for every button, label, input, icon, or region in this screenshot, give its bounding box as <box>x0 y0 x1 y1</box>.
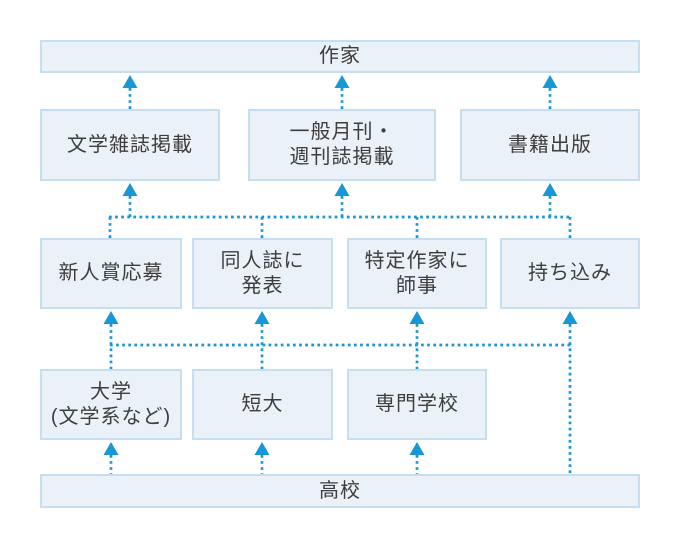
arrowhead-up-icon <box>254 442 270 455</box>
node-label: 同人誌に <box>220 249 305 272</box>
arrowhead-up-icon <box>103 442 119 455</box>
node-label: 一般月刊・ <box>289 121 395 143</box>
arrowhead-up-icon <box>254 311 270 324</box>
arrowhead-up-icon <box>122 183 138 196</box>
node-label: 新人賞応募 <box>58 262 164 284</box>
arrowhead-up-icon <box>334 75 350 88</box>
arrowhead-up-icon <box>122 75 138 88</box>
node-label: 作家 <box>319 45 361 67</box>
node-label: 特定作家に <box>364 249 470 272</box>
node-vocational-school: 専門学校 <box>347 369 487 440</box>
node-label: 高校 <box>319 479 361 502</box>
bus-schools-to-routes <box>103 311 578 474</box>
node-label: 短大 <box>241 393 284 415</box>
node-label: 師事 <box>396 274 438 297</box>
arrowhead-up-icon <box>562 311 578 324</box>
bus-routes-to-publications <box>108 183 572 238</box>
node-junior-college: 短大 <box>192 369 333 440</box>
arrowhead-up-icon <box>103 311 119 324</box>
node-literary-magazine: 文学雑誌掲載 <box>40 109 220 181</box>
node-label: 持ち込み <box>528 262 612 284</box>
arrowhead-up-icon <box>409 311 425 324</box>
node-university: 大学 (文学系など) <box>40 369 182 440</box>
node-label: 専門学校 <box>375 393 459 415</box>
node-label: 発表 <box>241 274 284 297</box>
node-book-publishing: 書籍出版 <box>460 109 640 181</box>
node-high-school: 高校 <box>40 474 640 508</box>
arrowhead-up-icon <box>542 183 558 196</box>
arrow-group-highschool-to-schools <box>103 442 425 474</box>
node-mentor: 特定作家に 師事 <box>347 238 487 309</box>
node-writer: 作家 <box>40 40 640 73</box>
node-manuscript-submission: 持ち込み <box>500 238 640 309</box>
node-label: (文学系など) <box>50 405 172 428</box>
node-doujinshi: 同人誌に 発表 <box>192 238 333 309</box>
node-label: 大学 <box>90 380 132 403</box>
arrowhead-up-icon <box>334 183 350 196</box>
node-label: 書籍出版 <box>508 133 592 156</box>
arrow-group-publications-to-writer <box>122 75 558 109</box>
arrowhead-up-icon <box>542 75 558 88</box>
arrowhead-up-icon <box>409 442 425 455</box>
node-newcomer-award: 新人賞応募 <box>40 238 182 309</box>
node-label: 週刊誌掲載 <box>289 146 395 168</box>
node-label: 文学雑誌掲載 <box>67 133 193 156</box>
node-general-magazine: 一般月刊・ 週刊誌掲載 <box>248 109 436 181</box>
